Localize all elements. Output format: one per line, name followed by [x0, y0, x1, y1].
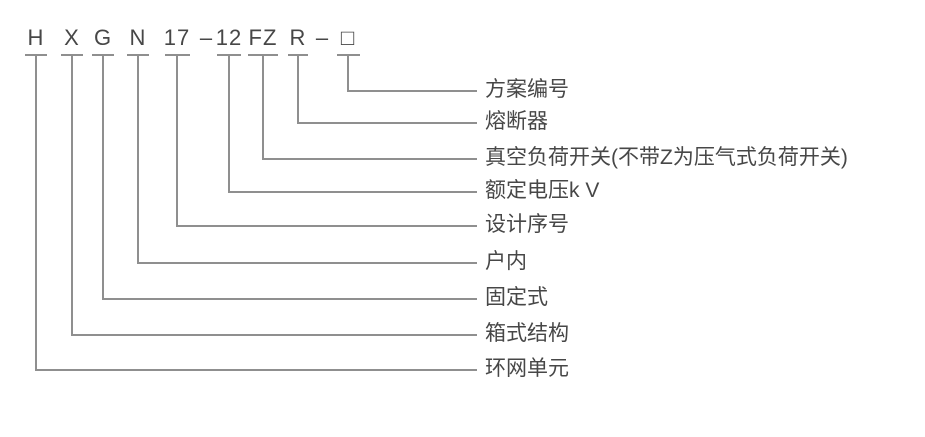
code-underline — [164, 54, 190, 56]
segment-label: 固定式 — [485, 286, 548, 309]
connector-vertical — [71, 55, 73, 336]
connector-horizontal — [263, 158, 477, 160]
connector-vertical — [176, 55, 178, 227]
connector-vertical — [137, 55, 139, 264]
segment-label: 箱式结构 — [485, 322, 569, 345]
connector-horizontal — [298, 122, 477, 124]
code-separator-dash: – — [315, 25, 329, 50]
segment-label: 真空负荷开关(不带Z为压气式负荷开关) — [485, 146, 848, 169]
code-underline — [61, 54, 83, 56]
code-underline — [337, 54, 360, 56]
code-char: 12 — [215, 25, 243, 50]
code-char: X — [64, 25, 80, 50]
connector-horizontal — [229, 191, 477, 193]
segment-label: 方案编号 — [485, 78, 569, 101]
connector-vertical — [228, 55, 230, 193]
connector-vertical — [347, 55, 349, 92]
code-underline — [127, 54, 149, 56]
connector-vertical — [35, 55, 37, 371]
code-underline — [288, 54, 308, 56]
code-char: H — [27, 25, 45, 50]
segment-label: 环网单元 — [485, 357, 569, 380]
code-char: N — [129, 25, 147, 50]
code-underline — [25, 54, 47, 56]
code-separator-dash: – — [199, 25, 213, 50]
connector-horizontal — [177, 225, 477, 227]
code-char: FZ — [248, 25, 278, 50]
connector-vertical — [262, 55, 264, 160]
connector-horizontal — [72, 334, 477, 336]
code-char: 17 — [163, 25, 191, 50]
connector-horizontal — [138, 262, 477, 264]
code-char-placeholder-box: □ — [340, 25, 356, 50]
connector-horizontal — [103, 298, 477, 300]
connector-horizontal — [348, 90, 477, 92]
code-char: G — [93, 25, 113, 50]
segment-label: 户内 — [485, 250, 527, 273]
segment-label: 设计序号 — [485, 213, 569, 236]
code-underline — [92, 54, 114, 56]
code-char: R — [289, 25, 307, 50]
segment-label: 额定电压k V — [485, 179, 600, 202]
segment-label: 熔断器 — [485, 110, 548, 133]
connector-vertical — [297, 55, 299, 124]
connector-vertical — [102, 55, 104, 300]
connector-horizontal — [36, 369, 477, 371]
code-underline — [248, 54, 278, 56]
code-underline — [217, 54, 241, 56]
